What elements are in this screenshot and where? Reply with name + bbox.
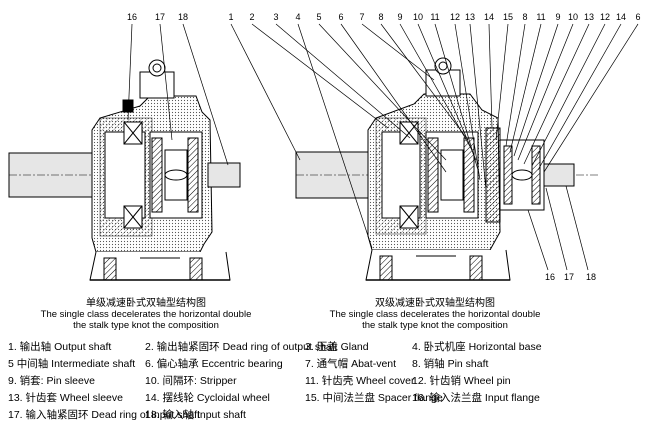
callout-right-top: 8 <box>378 12 383 22</box>
vent-cap-left <box>139 71 175 99</box>
callout-right-top: 9 <box>397 12 402 22</box>
callout-right-top: 9 <box>555 12 560 22</box>
callout-right-top: 2 <box>249 12 254 22</box>
caption-left-en1: The single class decelerates the horizon… <box>40 309 252 320</box>
legend-item: 17. 输入轴紧固环 Dead ring of input shaft <box>8 409 200 421</box>
legend-item: 1. 输出轴 Output shaft <box>8 341 112 353</box>
callout-right-top: 11 <box>430 12 439 22</box>
callout-right-top: 12 <box>600 12 610 22</box>
legend-item: 9. 销套: Pin sleeve <box>8 375 95 387</box>
callout-right-top: 14 <box>616 12 626 22</box>
callout-right-top: 13 <box>465 12 475 22</box>
legend-item: 10. 间隔环: Stripper <box>145 375 237 387</box>
callout-right-top: 6 <box>635 12 640 22</box>
legend-item: 6. 偏心轴承 Eccentric bearing <box>145 358 283 370</box>
legend-item: 3. 压盖 Gland <box>305 341 369 353</box>
callout-left-17: 17 <box>155 12 165 22</box>
callouts-right-bottom: 16 17 18 <box>545 272 596 282</box>
double-stage-drawing <box>230 23 639 281</box>
callout-right-top: 10 <box>413 12 423 22</box>
callout-right-top: 4 <box>295 12 300 22</box>
legend-item: 2. 输出轴紧固环 Dead ring of output shaft <box>145 341 338 353</box>
callout-right-top: 1 <box>228 12 233 22</box>
caption-left-zh: 单级减速卧式双轴型结构图 <box>86 298 206 309</box>
input-shaft-right <box>543 163 575 187</box>
caption-left-en2: the stalk type knot the composition <box>73 320 219 331</box>
caption-right-en1: The single class decelerates the horizon… <box>329 309 541 320</box>
callout-left-18: 18 <box>178 12 188 22</box>
caption-right-zh: 双级减速卧式双轴型结构图 <box>375 298 495 309</box>
callout-right-top: 6 <box>338 12 343 22</box>
callout-right-top: 12 <box>450 12 460 22</box>
single-stage-drawing <box>8 23 241 281</box>
legend-item: 15. 中间法兰盘 Spacer flange <box>305 392 443 404</box>
callout-left-16: 16 <box>127 12 137 22</box>
callout-right-top: 13 <box>584 12 594 22</box>
callout-right-top: 10 <box>568 12 578 22</box>
callout-right-top: 5 <box>316 12 321 22</box>
legend-item: 4. 卧式机座 Horizontal base <box>412 341 542 353</box>
legend-item: 13. 针齿套 Wheel sleeve <box>8 392 123 404</box>
callout-right-top: 7 <box>359 12 364 22</box>
callout-right-bottom: 16 <box>545 272 555 282</box>
legend-item: 5 中间轴 Intermediate shaft <box>8 358 136 370</box>
legend-item: 12. 针齿销 Wheel pin <box>412 375 511 387</box>
output-shaft-right <box>295 151 379 199</box>
callout-right-bottom: 18 <box>586 272 596 282</box>
legend-item: 7. 通气帽 Abat-vent <box>305 358 397 370</box>
legend-item: 11. 针齿壳 Wheel cover <box>305 375 415 387</box>
callout-right-top: 3 <box>273 12 278 22</box>
legend-item: 14. 摆线轮 Cycloidal wheel <box>145 392 270 404</box>
legend-item: 16. 输入法兰盘 Input flange <box>412 392 540 404</box>
callout-right-top: 14 <box>484 12 494 22</box>
callout-right-bottom: 17 <box>564 272 574 282</box>
caption-left: 单级减速卧式双轴型结构图 The single class decelerate… <box>6 298 286 331</box>
caption-right: 双级减速卧式双轴型结构图 The single class decelerate… <box>300 298 570 331</box>
lifting-ring-left <box>148 59 166 77</box>
lifting-ring-right <box>434 57 452 75</box>
callout-right-top: 11 <box>536 12 545 22</box>
input-shaft-left <box>207 162 241 188</box>
callout-right-top: 8 <box>522 12 527 22</box>
legend-item: 8. 销轴 Pin shaft <box>412 358 489 370</box>
legend-item: 18. 输入轴 Input shaft <box>145 409 246 421</box>
callout-right-top: 15 <box>503 12 513 22</box>
caption-right-en2: the stalk type knot the composition <box>362 320 508 331</box>
